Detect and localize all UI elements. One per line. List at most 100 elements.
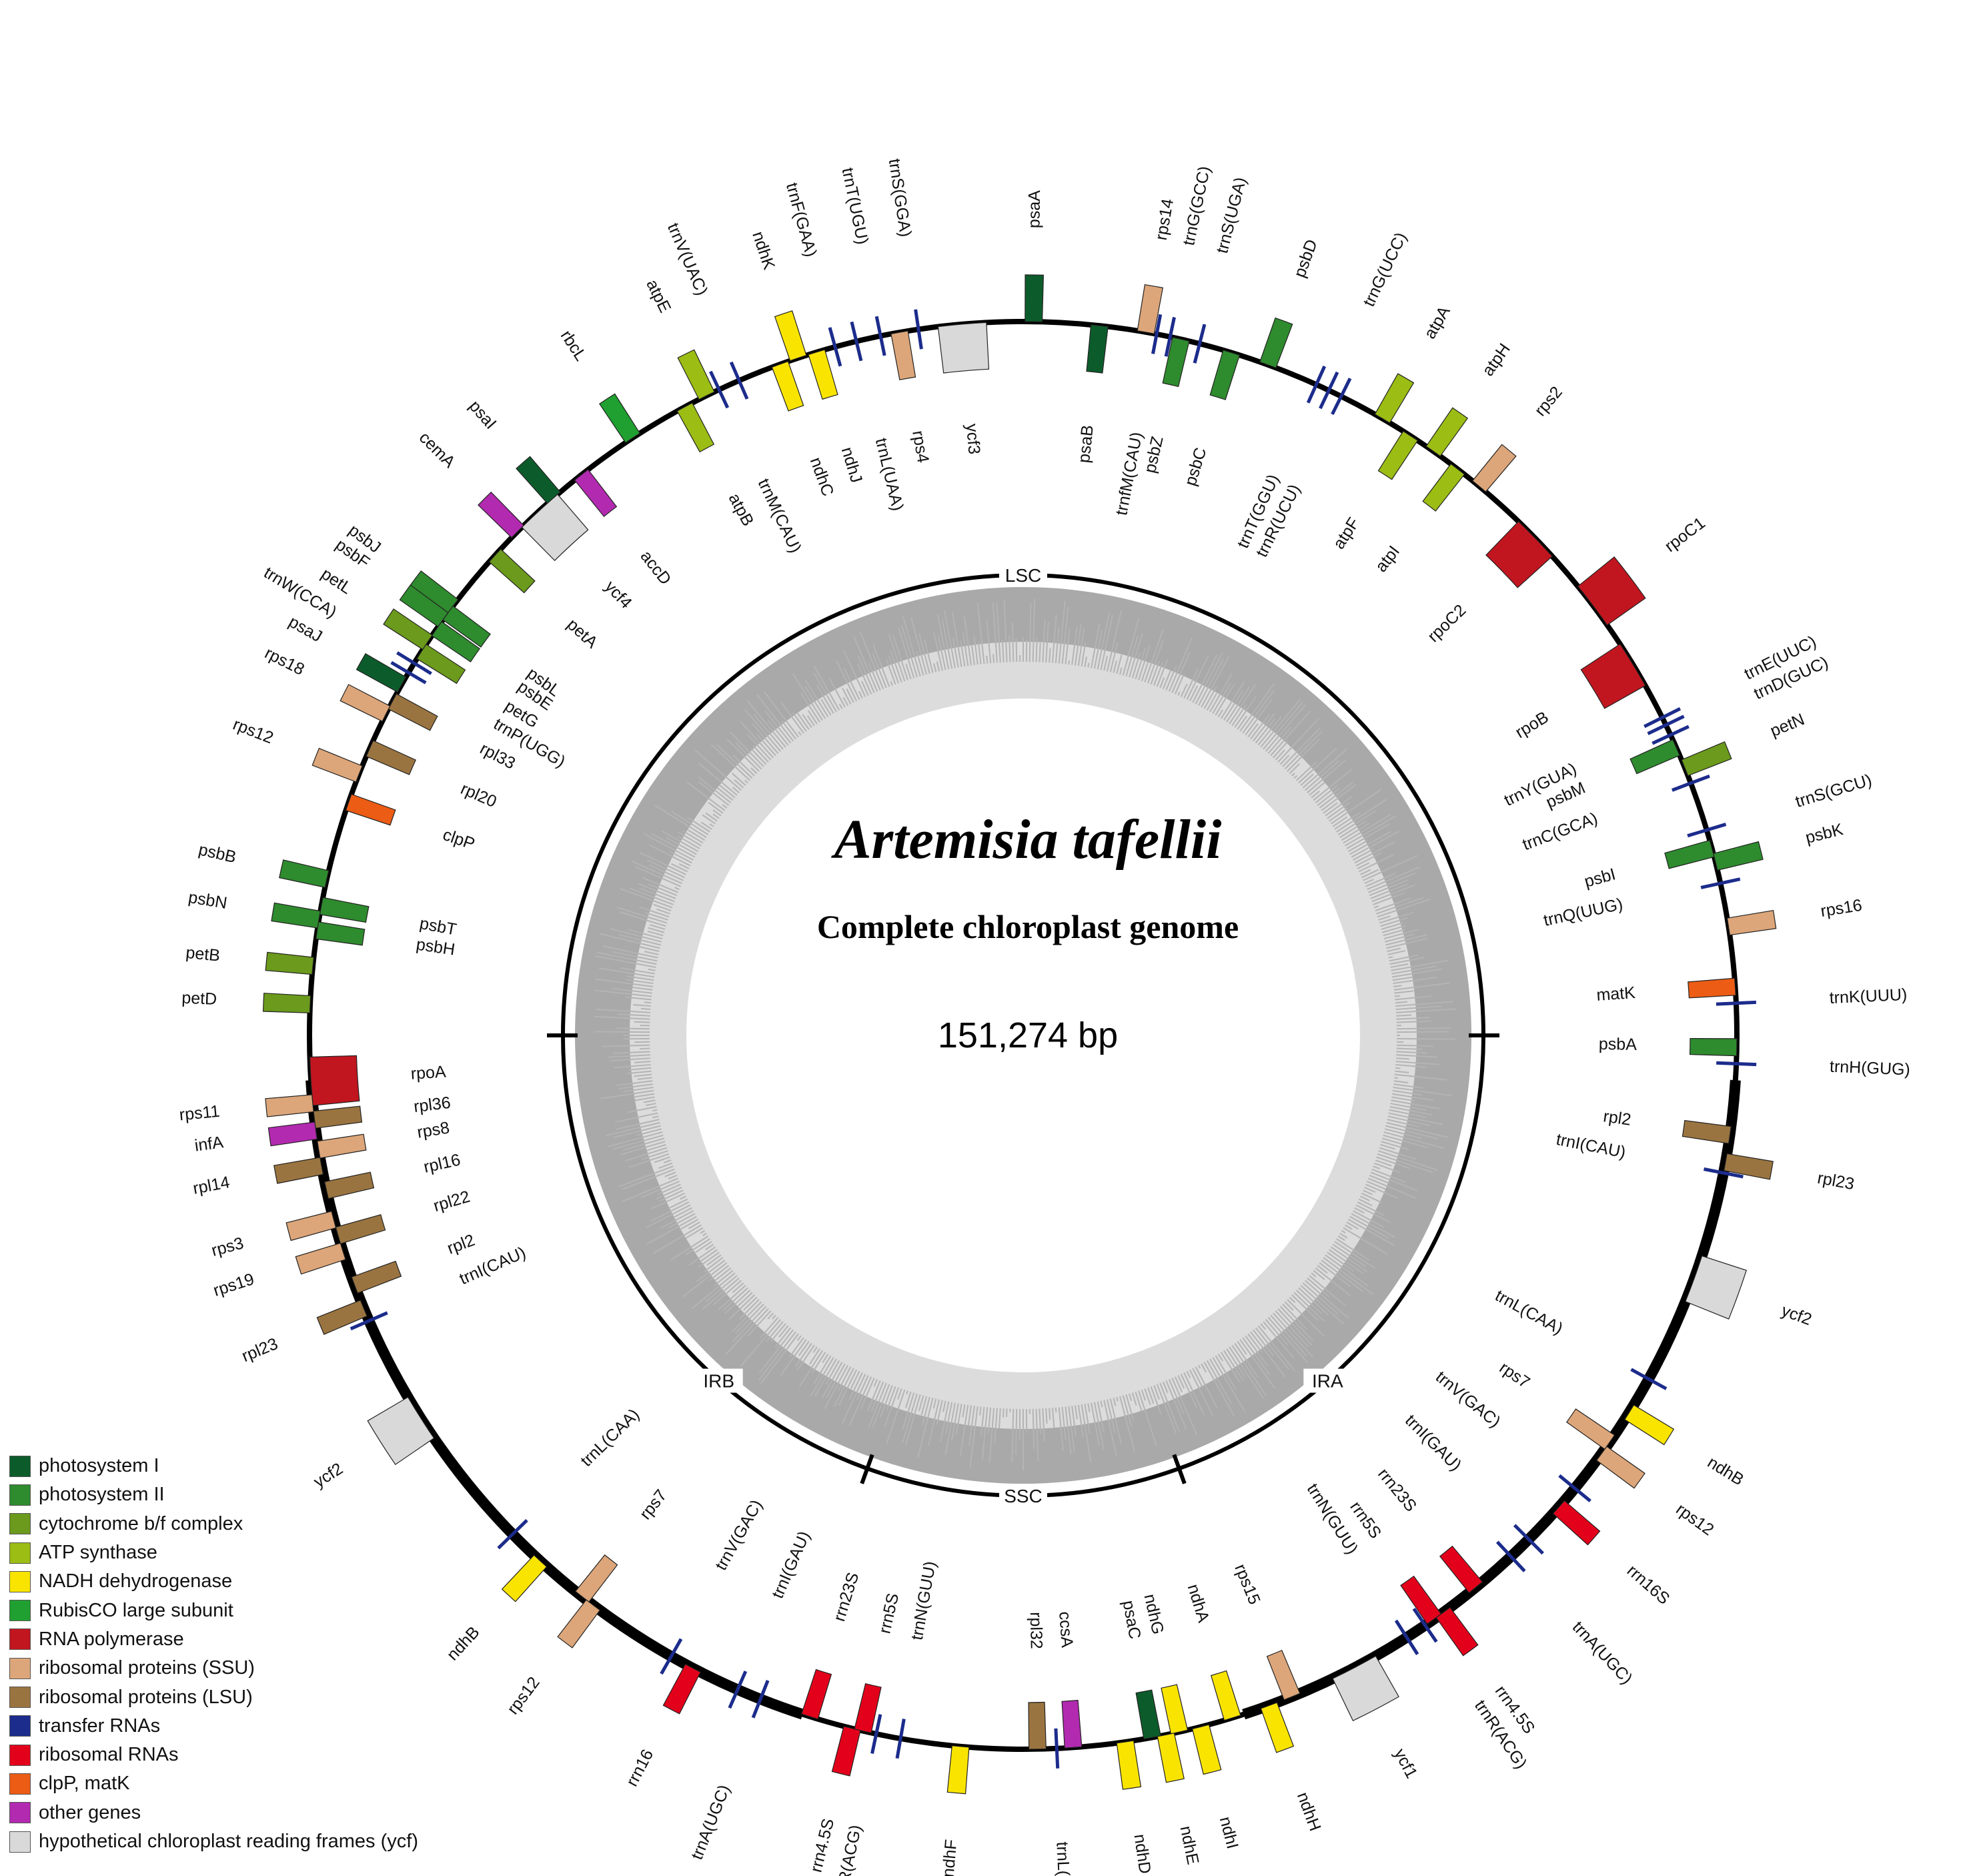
gc-tick: [1317, 1264, 1328, 1274]
gc-tick: [1373, 892, 1405, 905]
gc-tick: [850, 1370, 860, 1389]
gc-tick: [620, 1141, 666, 1155]
gc-tick: [798, 1341, 810, 1356]
gc-tick: [944, 1402, 956, 1455]
gc-tick: [1396, 1020, 1431, 1023]
gene-mark: [946, 1745, 970, 1795]
gene-label: psaB: [1075, 424, 1097, 464]
gene-track: [262, 274, 1777, 1795]
gc-tick: [1129, 1393, 1133, 1402]
gene-mark: [662, 1663, 702, 1715]
gc-tick: [1234, 1342, 1259, 1378]
gene-label: ccsA: [1055, 1611, 1077, 1649]
gene-label: rpl33: [477, 739, 518, 773]
gc-tick: [967, 1405, 972, 1427]
gc-tick: [747, 1310, 772, 1337]
gc-tick: [623, 1137, 664, 1151]
legend-item: ribosomal proteins (LSU): [9, 1683, 418, 1711]
gc-tick: [1177, 691, 1181, 696]
gc-tick: [1162, 1381, 1169, 1394]
legend-swatch: [9, 1715, 31, 1737]
gc-tick: [652, 1115, 659, 1119]
gc-tick: [979, 1406, 982, 1416]
gene-label: trnQ(UUG): [1542, 895, 1625, 930]
gc-tick: [1131, 1392, 1137, 1406]
gc-tick: [1293, 775, 1298, 779]
gc-tick: [674, 887, 680, 891]
gc-tick: [1144, 629, 1164, 682]
gc-tick: [774, 1327, 792, 1348]
gene-mark: [1422, 463, 1465, 512]
gene-mark: [1306, 366, 1327, 404]
legend-item: cytochrome b/f complex: [9, 1510, 418, 1538]
gc-tick: [1393, 1080, 1409, 1083]
gene-mark: [808, 349, 838, 400]
gc-tick: [1295, 1290, 1322, 1314]
gene-label: rrn23S: [1374, 1465, 1420, 1516]
gc-tick: [1260, 698, 1301, 748]
gene-label: rpl2: [445, 1231, 478, 1258]
gc-tick: [644, 1001, 652, 1004]
gc-tick: [1395, 1070, 1409, 1073]
gc-tick: [725, 1308, 769, 1355]
gene-label: rpl36: [413, 1093, 452, 1116]
gene-label: rps7: [636, 1486, 670, 1524]
gc-tick: [1391, 959, 1448, 971]
gc-tick: [936, 614, 950, 670]
gc-tick: [1091, 623, 1101, 668]
gc-tick: [1329, 807, 1348, 822]
gene-label: atpF: [1329, 514, 1363, 552]
gene-mark: [1377, 430, 1419, 480]
gc-tick: [898, 627, 915, 678]
gc-tick: [1215, 1355, 1237, 1390]
gc-tick: [1129, 633, 1143, 678]
gene-label: trnN(GUU): [1303, 1480, 1362, 1558]
gc-tick: [614, 1112, 658, 1123]
gc-tick: [1387, 950, 1405, 955]
gc-tick: [1352, 848, 1375, 861]
gc-tick: [684, 1238, 710, 1256]
gc-tick: [622, 1168, 675, 1190]
gene-label: trnK(UUU): [1829, 985, 1908, 1007]
gc-tick: [599, 933, 660, 949]
legend-label: transfer RNAs: [39, 1715, 161, 1737]
gc-tick: [1383, 929, 1419, 940]
gc-tick: [873, 1379, 878, 1387]
gene-mark: [1435, 1606, 1479, 1657]
gc-tick: [625, 996, 652, 1001]
gene-label: psbI: [1582, 865, 1617, 891]
gene-mark: [1566, 1408, 1615, 1450]
gc-tick: [918, 633, 930, 674]
legend-swatch: [9, 1744, 31, 1766]
gene-mark: [285, 1210, 337, 1242]
gc-tick: [1358, 1198, 1373, 1206]
gene-mark: [396, 651, 432, 675]
gc-tick: [684, 1227, 704, 1240]
gc-tick: [959, 1404, 969, 1456]
gc-tick: [1391, 1093, 1434, 1101]
gc-tick: [1001, 639, 1005, 662]
gc-tick: [750, 748, 767, 765]
gc-tick: [872, 1384, 890, 1428]
gc-tick: [1354, 841, 1395, 864]
gc-tick: [612, 1051, 650, 1054]
gc-tick: [694, 749, 742, 791]
gc-tick: [781, 720, 796, 740]
gc-tick: [713, 1270, 734, 1287]
gene-mark: [774, 310, 807, 362]
gc-tick: [1242, 1337, 1271, 1376]
gc-tick: [728, 1294, 755, 1320]
gc-tick: [806, 715, 815, 727]
gc-tick: [712, 809, 722, 817]
gc-tick: [1065, 1406, 1072, 1455]
gc-tick: [705, 1244, 714, 1250]
gc-tick: [1392, 976, 1414, 981]
gc-tick: [647, 930, 664, 937]
gc-tick: [627, 1070, 652, 1075]
gc-tick: [1074, 1405, 1078, 1420]
gc-tick: [1147, 1387, 1155, 1404]
gc-tick: [618, 1165, 674, 1188]
gene-label: rps15: [1231, 1561, 1263, 1606]
gene-mark: [1086, 324, 1109, 374]
legend-swatch: [9, 1542, 31, 1564]
